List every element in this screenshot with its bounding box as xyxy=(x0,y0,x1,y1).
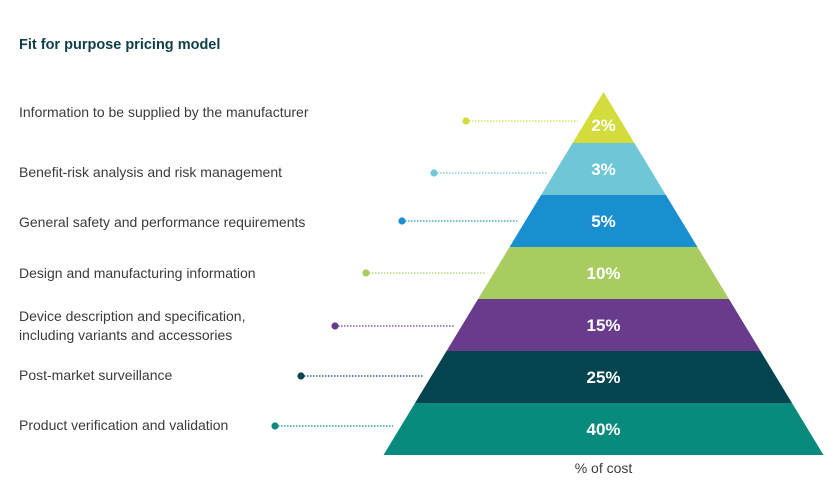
tier-verification-validation xyxy=(383,403,824,455)
value-label-design-manufacturing: 10% xyxy=(586,264,620,283)
leader-dot-safety-performance xyxy=(398,217,406,225)
tier-device-description xyxy=(446,299,761,351)
tier-label-benefit-risk: Benefit-risk analysis and risk managemen… xyxy=(19,164,283,180)
tier-label-design-manufacturing: Design and manufacturing information xyxy=(19,265,256,281)
value-label-device-description: 15% xyxy=(586,316,620,335)
chart-title: Fit for purpose pricing model xyxy=(19,37,221,53)
tier-label-information-supplied: Information to be supplied by the manufa… xyxy=(19,104,309,120)
leader-dot-verification-validation xyxy=(271,422,279,430)
tier-benefit-risk xyxy=(541,143,666,195)
x-axis-label: % of cost xyxy=(574,460,633,476)
leader-dot-information-supplied xyxy=(462,117,470,125)
tier-post-market xyxy=(415,351,792,403)
leader-dot-benefit-risk xyxy=(430,169,438,177)
tier-label-safety-performance: General safety and performance requireme… xyxy=(19,214,306,230)
leader-dot-post-market xyxy=(297,372,305,380)
value-label-post-market: 25% xyxy=(586,368,620,387)
tier-label-verification-validation: Product verification and validation xyxy=(19,417,229,433)
tier-safety-performance xyxy=(509,195,698,247)
leader-dot-design-manufacturing xyxy=(362,269,370,277)
value-label-safety-performance: 5% xyxy=(591,212,616,231)
value-label-verification-validation: 40% xyxy=(586,420,620,439)
tier-label-post-market: Post-market surveillance xyxy=(19,367,173,383)
tier-label-device-description: Device description and specification, in… xyxy=(19,308,246,343)
tier-information-supplied xyxy=(572,92,635,143)
tier-design-manufacturing xyxy=(478,247,729,299)
leader-dot-device-description xyxy=(331,322,339,330)
value-label-information-supplied: 2% xyxy=(591,116,616,135)
value-label-benefit-risk: 3% xyxy=(591,160,616,179)
